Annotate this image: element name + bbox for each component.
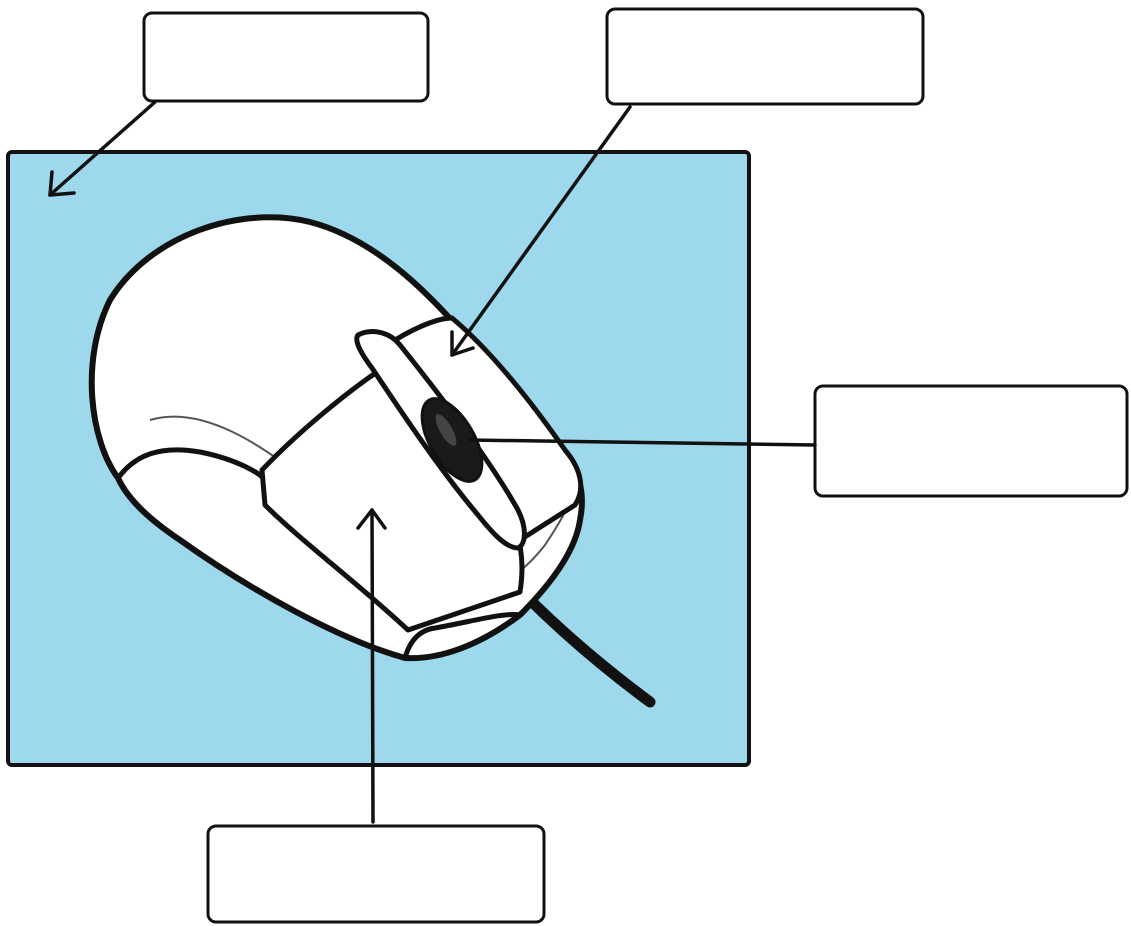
arrow-head-left-button	[356, 508, 387, 530]
mouse-scroll-wheel-highlight	[435, 414, 457, 446]
label-box-left-button[interactable]	[206, 824, 546, 924]
mouse-cable	[519, 589, 656, 708]
arrow-icon	[48, 100, 817, 824]
mouse-base-edge	[115, 447, 268, 483]
arrow-to-left-button	[370, 508, 375, 824]
label-box-mouse-pad[interactable]	[142, 11, 430, 103]
arrow-head-scroll-region	[450, 330, 475, 357]
label-box-scroll-wheel[interactable]	[813, 384, 1129, 498]
arrow-to-scroll-wheel	[468, 438, 817, 447]
arrow-head-mouse-pad	[48, 170, 76, 197]
arrow-to-mouse-pad	[48, 100, 157, 197]
label-box-scroll-wheel-region[interactable]	[605, 7, 925, 106]
mouse-side-edge	[402, 611, 523, 661]
arrow-to-scroll-region	[450, 105, 632, 357]
computer-mouse-icon	[88, 214, 585, 662]
